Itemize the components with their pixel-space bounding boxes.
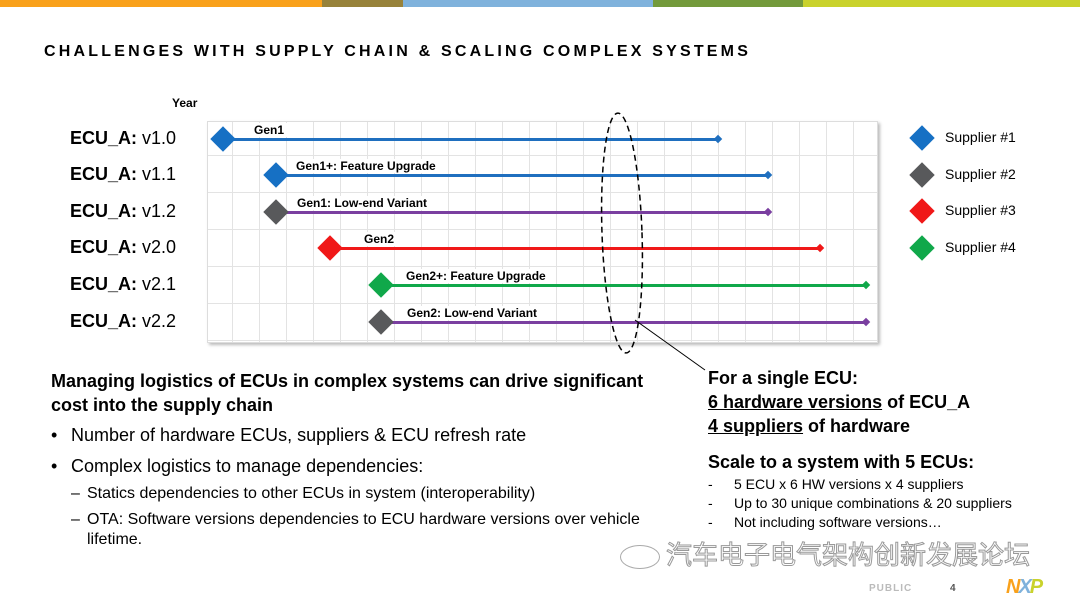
- timeline-chart: [207, 121, 878, 343]
- generation-label: Gen1: Low-end Variant: [293, 196, 432, 210]
- year-label: Year: [172, 96, 198, 110]
- row-label: ECU_A: v1.1: [70, 164, 177, 184]
- right-item: -Not including software versions…: [708, 514, 942, 530]
- row-label: ECU_A: v2.2: [70, 311, 177, 331]
- timeline-bar: [381, 284, 866, 287]
- generation-label: Gen2+: Feature Upgrade: [402, 269, 550, 283]
- legend-item: Supplier #3: [909, 198, 1016, 225]
- diamond-icon: [909, 235, 935, 261]
- nxp-logo: NXP: [1006, 576, 1043, 598]
- highlight-ellipse: [600, 112, 706, 371]
- right-heading-2: Scale to a system with 5 ECUs:: [708, 452, 975, 472]
- timeline-bar: [330, 247, 820, 250]
- left-text-block: Managing logistics of ECUs in complex sy…: [51, 369, 661, 550]
- timeline-bar: [276, 211, 768, 214]
- right-text-block: For a single ECU: 6 hardware versions of…: [708, 366, 1068, 532]
- generation-label: Gen1+: Feature Upgrade: [292, 159, 440, 173]
- row-label: ECU_A: v1.0: [70, 128, 177, 148]
- generation-label: Gen2: [360, 232, 399, 246]
- right-heading: For a single ECU:: [708, 368, 859, 388]
- sub-bullet: –OTA: Software versions dependencies to …: [71, 511, 640, 548]
- legend-item: Supplier #1: [909, 125, 1016, 152]
- wechat-icon: [620, 545, 660, 570]
- watermark: 汽车电子电气架构创新发展论坛: [620, 541, 1031, 570]
- bullet: •Number of hardware ECUs, suppliers & EC…: [51, 425, 527, 445]
- timeline-bar: [276, 174, 768, 177]
- row-label: ECU_A: v1.2: [70, 201, 177, 221]
- timeline-bar: [223, 138, 718, 141]
- slide-title: CHALLENGES WITH SUPPLY CHAIN & SCALING C…: [44, 43, 752, 60]
- timeline-bar: [381, 321, 866, 324]
- generation-label: Gen2: Low-end Variant: [403, 306, 542, 320]
- legend-item: Supplier #2: [909, 162, 1016, 188]
- diamond-icon: [909, 125, 935, 152]
- classification-label: PUBLIC: [869, 583, 913, 594]
- right-item: -5 ECU x 6 HW versions x 4 suppliers: [708, 476, 964, 492]
- bullet: •Complex logistics to manage dependencie…: [51, 456, 424, 476]
- row-label: ECU_A: v2.0: [70, 237, 177, 257]
- generation-label: Gen1: [250, 123, 289, 137]
- sub-bullet: –Statics dependencies to other ECUs in s…: [71, 485, 536, 502]
- right-item: -Up to 30 unique combinations & 20 suppl…: [708, 495, 1012, 511]
- diamond-icon: [909, 198, 935, 225]
- legend-item: Supplier #4: [909, 235, 1016, 261]
- diamond-icon: [909, 162, 935, 188]
- left-heading: Managing logistics of ECUs in complex sy…: [51, 371, 644, 415]
- page-number: 4: [950, 583, 956, 594]
- row-label: ECU_A: v2.1: [70, 274, 177, 294]
